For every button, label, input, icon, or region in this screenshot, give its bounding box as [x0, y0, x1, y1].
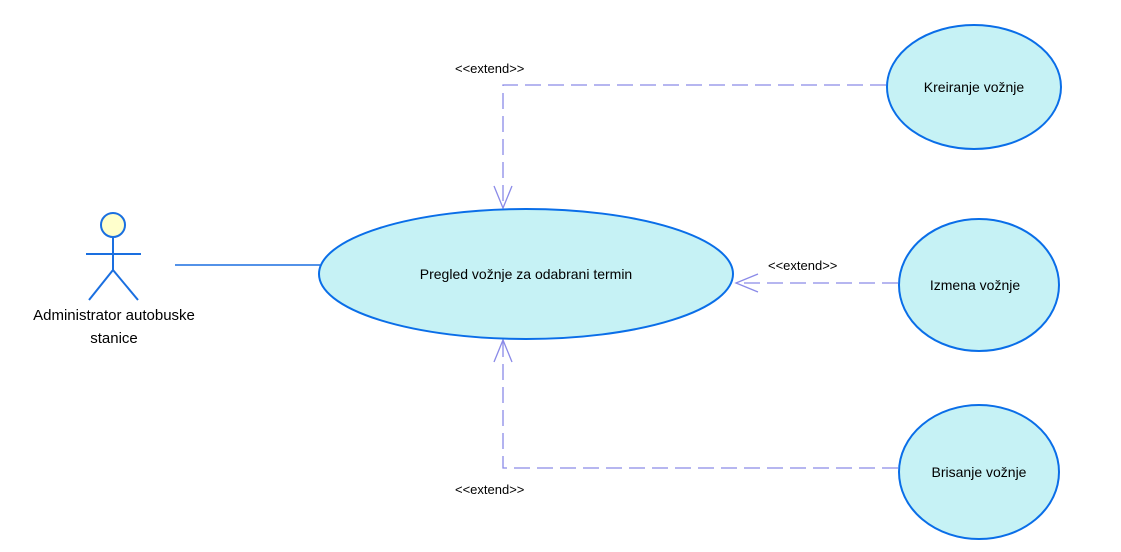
actor-administrator[interactable]: Administrator autobuske stanice: [33, 212, 195, 347]
extend-relation-create: [493, 84, 886, 210]
usecase-delete-label: Brisanje vožnje: [932, 464, 1027, 480]
usecase-delete-ellipse: [898, 404, 1060, 540]
actor-head: [100, 212, 126, 238]
usecase-delete[interactable]: Brisanje vožnje: [898, 404, 1060, 540]
usecase-edit-label: Izmena vožnje: [930, 277, 1020, 293]
actor-label-line1: Administrator autobuske: [33, 307, 195, 324]
extend-relation-delete: [493, 338, 898, 469]
extend-line-delete: [502, 340, 898, 469]
extend-arrowhead-create: [493, 185, 513, 210]
usecase-create[interactable]: Kreiranje vožnje: [886, 24, 1062, 150]
actor-right-leg: [112, 269, 139, 301]
extend-label-edit: <<extend>>: [768, 258, 837, 273]
extend-arrowhead-edit: [734, 273, 759, 293]
actor-label-line2: stanice: [90, 330, 138, 347]
stick-figure-actor-icon: [86, 212, 141, 301]
usecase-main-label: Pregled vožnje za odabrani termin: [420, 266, 632, 282]
extend-relation-edit: [734, 273, 898, 293]
usecase-main-ellipse: [318, 208, 734, 340]
extend-label-delete: <<extend>>: [455, 482, 524, 497]
extend-arrowhead-delete: [493, 338, 513, 363]
actor-left-leg: [88, 269, 114, 301]
extend-label-create: <<extend>>: [455, 61, 524, 76]
usecase-edit[interactable]: Izmena vožnje: [898, 218, 1060, 352]
extend-line-create: [502, 84, 886, 208]
usecase-edit-ellipse: [898, 218, 1060, 352]
usecase-main[interactable]: Pregled vožnje za odabrani termin: [318, 208, 734, 340]
usecase-create-ellipse: [886, 24, 1062, 150]
usecase-create-label: Kreiranje vožnje: [924, 79, 1025, 95]
